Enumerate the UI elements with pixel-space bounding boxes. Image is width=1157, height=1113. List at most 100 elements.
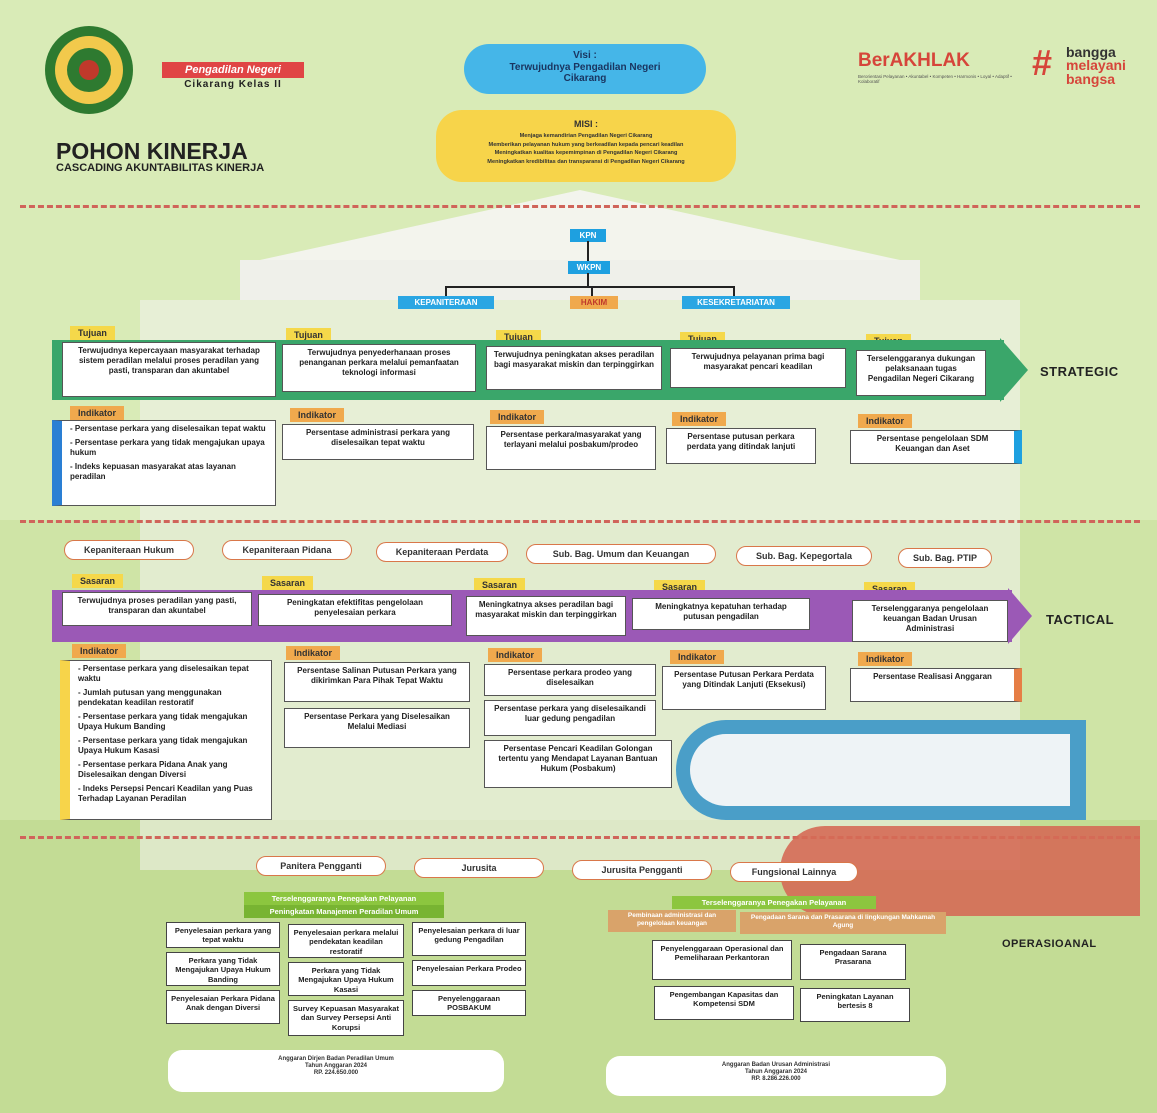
budget-amount: RP. 224.650.000 — [313, 1070, 359, 1077]
role-pill: Jurusita — [414, 858, 544, 878]
sasaran-box: Peningkatan efektifitas pengelolaan peny… — [258, 594, 452, 626]
divider — [20, 520, 1140, 523]
kesekretariatan-node: KESEKRETARIATAN — [682, 296, 790, 309]
tactical-label: TACTICAL — [1046, 612, 1115, 627]
indikator-tag: Indikator — [858, 652, 913, 666]
connector-line — [591, 286, 593, 296]
berakhlak-logo: BerAKHLAK — [858, 50, 970, 71]
visi-box: Visi : Terwujudnya Pengadilan Negeri Cik… — [464, 44, 706, 94]
program-box: Peningkatan Layanan bertesis 8 — [800, 988, 910, 1022]
sasaran-tag: Sasaran — [72, 574, 124, 588]
connector-line — [587, 273, 589, 287]
budget-footer: Anggaran Dirjen Badan Peradilan Umum Tah… — [168, 1050, 504, 1092]
bangsa-word: bangsa — [1066, 70, 1116, 87]
indikator-item: - Persentase perkara Pidana Anak yang Di… — [78, 760, 228, 779]
budget-source: Anggaran Dirjen Badan Peradilan Umum — [278, 1056, 394, 1062]
indikator-box: Persentase Pencari Keadilan Golongan ter… — [484, 740, 672, 788]
program-box: Perkara yang Tidak Mengajukan Upaya Huku… — [166, 952, 280, 986]
sasaran-box: Meningkatnya akses peradilan bagi masyar… — [466, 596, 626, 636]
indikator-box: - Persentase perkara yang diselesaikan t… — [60, 660, 272, 820]
indikator-tag: Indikator — [490, 410, 545, 424]
indikator-tag: Indikator — [70, 406, 125, 420]
unit-pill: Kepaniteraan Perdata — [376, 542, 508, 562]
program-box: Pengadaan Sarana Prasarana — [800, 944, 906, 980]
indikator-item: - Persentase perkara yang tidak mengajuk… — [70, 438, 265, 457]
indikator-item: - Persentase perkara yang tidak mengajuk… — [78, 736, 248, 755]
indikator-box: Persentase putusan perkara perdata yang … — [666, 428, 816, 464]
tujuan-box: Terwujudnya pelayanan prima bagi masyara… — [670, 348, 846, 388]
program-box: Survey Kepuasan Masyarakat dan Survey Pe… — [288, 1000, 404, 1036]
indikator-tag: Indikator — [488, 648, 543, 662]
indikator-box: - Persentase perkara yang diselesaikan t… — [52, 420, 276, 506]
indikator-item: - Persentase perkara yang diselesaikan t… — [70, 424, 266, 433]
program-box: Penyelesaian Perkara Pidana Anak dengan … — [166, 990, 280, 1024]
indikator-box: Persentase Perkara yang Diselesaikan Mel… — [284, 708, 470, 748]
unit-pill: Sub. Bag. Kepegortala — [736, 546, 872, 566]
indikator-item: - Indeks kepuasan masyarakat atas layana… — [70, 462, 236, 481]
tujuan-tag: Tujuan — [70, 326, 115, 340]
tujuan-box: Terselenggaranya dukungan pelaksanaan tu… — [856, 350, 986, 396]
operational-subhead: Pembinaan administrasi dan pengelolaan k… — [608, 910, 736, 932]
operational-head: Terselenggaranya Penegakan Pelayanan — [244, 892, 444, 905]
program-box: Perkara yang Tidak Mengajukan Upaya Huku… — [288, 962, 404, 996]
visi-label: Visi : — [573, 50, 597, 61]
court-logo-icon — [45, 26, 133, 114]
indikator-box: Persentase perkara/masyarakat yang terla… — [486, 426, 656, 470]
sasaran-tag: Sasaran — [262, 576, 314, 590]
program-box: Penyelesaian Perkara Prodeo — [412, 960, 526, 986]
misi-item: Memberikan pelayanan hukum yang berkeadi… — [488, 141, 684, 148]
court-name: Pengadilan Negeri — [162, 62, 304, 78]
indikator-box: Persentase pengelolaan SDM Keuangan dan … — [850, 430, 1022, 464]
court-class: Cikarang Kelas II — [184, 79, 282, 90]
bangga-word: bangga — [1066, 44, 1116, 60]
indikator-box: Persentase administrasi perkara yang dis… — [282, 424, 474, 460]
melayani-word: melayani — [1066, 57, 1126, 74]
unit-pill: Kepaniteraan Pidana — [222, 540, 352, 560]
hakim-node: HAKIM — [570, 296, 618, 309]
bangga-melayani-logo: bangga melayani bangsa — [1066, 44, 1126, 87]
divider — [20, 836, 1140, 839]
indikator-box: Persentase Realisasi Anggaran — [850, 668, 1022, 702]
sasaran-box: Terselenggaranya pengelolaan keuangan Ba… — [852, 600, 1008, 642]
budget-year: Tahun Anggaran 2024 — [304, 1063, 367, 1070]
page-subtitle: CASCADING AKUNTABILITAS KINERJA — [56, 162, 265, 174]
program-box: Penyelesaian perkara melalui pendekatan … — [288, 924, 404, 958]
indikator-box: Persentase perkara prodeo yang diselesai… — [484, 664, 656, 696]
divider — [20, 205, 1140, 208]
wkpn-node: WKPN — [568, 261, 610, 274]
misi-item: Meningkatkan kredibilitas dan transparan… — [487, 158, 685, 165]
strategic-arrow-icon — [1000, 338, 1028, 402]
connector-line — [733, 286, 735, 296]
tujuan-box: Terwujudnya kepercayaan masyarakat terha… — [62, 342, 276, 397]
tujuan-box: Terwujudnya penyederhanaan proses penang… — [282, 344, 476, 392]
connector-line — [587, 241, 589, 261]
sasaran-tag: Sasaran — [474, 578, 526, 592]
indikator-item: - Persentase perkara yang tidak mengajuk… — [78, 712, 248, 731]
kpn-node: KPN — [570, 229, 606, 242]
indikator-tag: Indikator — [670, 650, 725, 664]
budget-footer: Anggaran Badan Urusan Administrasi Tahun… — [606, 1056, 946, 1096]
indikator-tag: Indikator — [858, 414, 913, 428]
book-pages — [690, 734, 1070, 806]
indikator-box: Persentase Putusan Perkara Perdata yang … — [662, 666, 826, 710]
operational-head: Terselenggaranya Penegakan Pelayanan — [672, 896, 876, 909]
program-box: Penyelesaian perkara yang tepat waktu — [166, 922, 280, 948]
berakhlak-tagline: Berorientasi Pelayanan • Akuntabel • Kom… — [858, 74, 1012, 85]
indikator-box: Persentase Salinan Putusan Perkara yang … — [284, 662, 470, 702]
tujuan-tag: Tujuan — [286, 328, 331, 342]
budget-amount: RP. 8.286.226.000 — [751, 1076, 801, 1083]
program-box: Penyelenggaraan Operasional dan Pemeliha… — [652, 940, 792, 980]
program-box: Penyelesaian perkara di luar gedung Peng… — [412, 922, 526, 956]
misi-item: Menjaga kemandirian Pengadilan Negeri Ci… — [519, 132, 653, 139]
unit-pill: Sub. Bag. Umum dan Keuangan — [526, 544, 716, 564]
unit-pill: Kepaniteraan Hukum — [64, 540, 194, 560]
indikator-item: - Indeks Persepsi Pencari Keadilan yang … — [78, 784, 253, 803]
strategic-label: STRATEGIC — [1040, 364, 1119, 379]
sasaran-box: Terwujudnya proses peradilan yang pasti,… — [62, 592, 252, 626]
operasional-label: OPERASIOANAL — [1002, 938, 1097, 950]
unit-pill: Sub. Bag. PTIP — [898, 548, 992, 568]
connector-line — [445, 286, 735, 288]
indikator-tag: Indikator — [672, 412, 727, 426]
visi-text: Terwujudnya Pengadilan Negeri Cikarang — [509, 61, 661, 85]
